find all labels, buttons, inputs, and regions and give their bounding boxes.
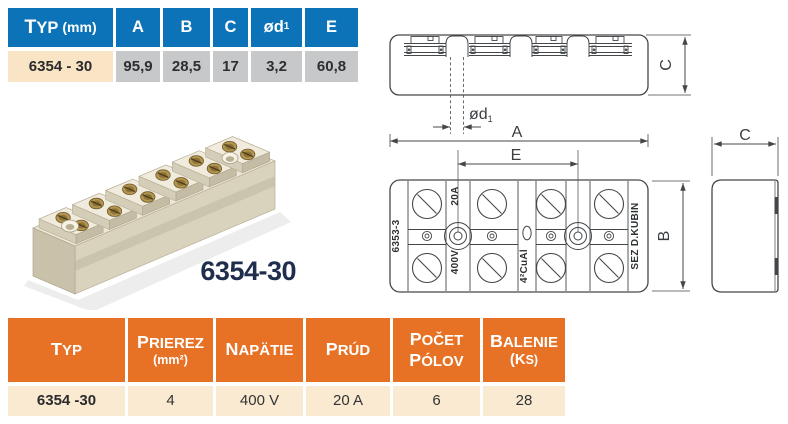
spec-header-typ-label: TYP	[51, 339, 82, 360]
spec-header-prierez: PRIEREZ (mm²)	[128, 318, 213, 382]
spec-header-prierez-label: PRIEREZ	[137, 332, 204, 353]
wire-holes	[421, 230, 615, 242]
spec-header-pocet-line1: POČET	[409, 328, 464, 349]
plan-view: 6353-3 20A 400V 4²CuAl SEZ D.KUBIN	[389, 179, 649, 293]
dim-value-d1: 3,2	[251, 51, 302, 82]
spec-value-prud: 20 A	[306, 386, 390, 416]
clamp-bay	[404, 36, 446, 56]
spec-header-pocet-polov: POČET PÓLOV	[393, 318, 480, 382]
dim-header-a: A	[116, 8, 160, 47]
mounting-hole	[61, 219, 79, 233]
spec-value-napatie: 400 V	[216, 386, 303, 416]
product-photo-illustration	[24, 135, 291, 312]
product-photo-caption: 6354-30	[200, 256, 296, 286]
dim-label-c-front: C	[658, 59, 675, 71]
spec-header-prierez-unit: (mm²)	[153, 353, 188, 368]
spec-header-pocet-line2: PÓLOV	[409, 350, 464, 370]
product-photo: 6354-30	[8, 98, 308, 312]
dim-header-e: E	[305, 8, 358, 47]
clamp-bay	[469, 36, 510, 56]
spec-header-prud: PRÚD	[306, 318, 390, 382]
marking-voltage: 400V	[450, 250, 461, 275]
marking-section: 4²CuAl	[519, 249, 530, 283]
marking-brand: SEZ D.KUBIN	[630, 202, 641, 269]
dim-value-b: 28,5	[163, 51, 210, 82]
dim-label-e: E	[511, 147, 522, 164]
dim-d1: ød1	[433, 106, 493, 130]
marking-mold-number: 6353-3	[391, 219, 402, 252]
dim-value-e: 60,8	[305, 51, 358, 82]
dim-value-c: 17	[213, 51, 248, 82]
spec-header-balenie-unit: (KS)	[509, 351, 539, 368]
clamp-bay	[532, 36, 567, 56]
spec-header-balenie: BALENIE (KS)	[483, 318, 565, 382]
dim-a: A	[389, 124, 649, 147]
spec-header-napatie-label: NAPÄTIE	[225, 339, 294, 360]
dim-header-d1-base: ød	[263, 17, 284, 36]
spec-value-pocet: 6	[393, 386, 480, 416]
dim-label-c-side: C	[739, 127, 751, 144]
dim-header-d1-sub: 1	[283, 21, 290, 33]
technical-drawing: C ød1 A E	[389, 34, 779, 293]
spec-header-balenie-label: BALENIE	[490, 330, 558, 351]
spec-value-balenie: 28	[483, 386, 565, 416]
spec-value-prierez: 4	[128, 386, 213, 416]
spec-value-typ: 6354 -30	[8, 386, 125, 416]
dim-header-typ-label: TYP	[24, 16, 59, 39]
dim-value-typ: 6354 - 30	[8, 51, 113, 82]
terminal-screws	[411, 188, 625, 284]
plan-mounting-holes	[444, 222, 592, 250]
side-view: C	[711, 127, 779, 293]
spec-header-prud-label: PRÚD	[325, 339, 371, 360]
specification-table: TYP PRIEREZ (mm²) NAPÄTIE PRÚD POČET PÓL…	[8, 318, 565, 416]
dim-header-typ: TYP (mm)	[8, 8, 113, 47]
dim-header-c: C	[213, 8, 248, 47]
dim-label-d1: ød1	[469, 106, 493, 124]
dim-header-typ-unit: (mm)	[62, 19, 97, 36]
dim-header-b: B	[163, 8, 210, 47]
dim-b: B	[652, 180, 690, 292]
clamp-bay	[589, 36, 632, 56]
mounting-hole	[221, 152, 239, 165]
dim-value-a: 95,9	[116, 51, 160, 82]
dim-label-a: A	[512, 124, 523, 141]
front-view: C	[389, 34, 691, 134]
dim-e: E	[457, 147, 579, 232]
marking-current: 20A	[450, 186, 461, 205]
dim-label-b: B	[656, 231, 673, 242]
spec-header-napatie: NAPÄTIE	[216, 318, 303, 382]
spec-header-typ: TYP	[8, 318, 125, 382]
